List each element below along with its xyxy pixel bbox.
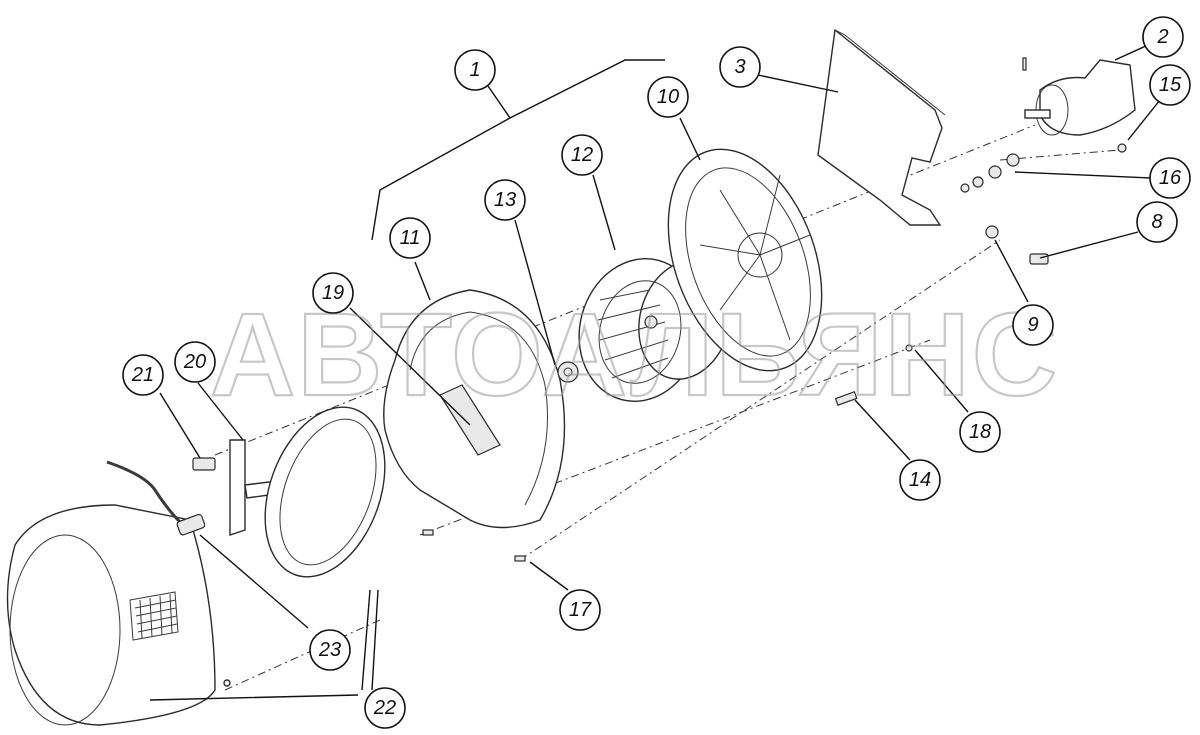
- callout-9: 9: [1012, 304, 1054, 346]
- callout-11: 11: [389, 217, 431, 259]
- callout-21: 21: [122, 354, 164, 396]
- svg-text:8: 8: [1151, 211, 1162, 233]
- hub-13: [557, 361, 579, 383]
- callout-10: 10: [647, 76, 689, 118]
- plate-19: [439, 384, 501, 456]
- motor-2: [1022, 57, 1136, 153]
- screw-8: [1029, 253, 1049, 265]
- callout-8: 8: [1136, 201, 1178, 243]
- svg-text:22: 22: [373, 697, 396, 719]
- svg-text:15: 15: [1159, 74, 1182, 96]
- svg-text:11: 11: [400, 227, 421, 249]
- svg-text:21: 21: [131, 364, 154, 386]
- svg-text:17: 17: [569, 599, 592, 621]
- callout-13: 13: [484, 179, 526, 221]
- watermark: АВТОАЛЬЯНС: [210, 289, 1059, 421]
- callout-1: 1: [454, 49, 496, 91]
- callout-16: 16: [1149, 157, 1191, 199]
- screw-17: [514, 555, 526, 562]
- front-cover-cylinder: [6, 504, 231, 726]
- callout-17: 17: [559, 589, 601, 631]
- pin-18: [905, 344, 913, 352]
- mesh-grille: [129, 591, 179, 641]
- callout-19: 19: [312, 272, 354, 314]
- washers-16: [960, 153, 1020, 239]
- svg-text:3: 3: [734, 56, 745, 78]
- svg-text:10: 10: [657, 86, 679, 108]
- callout-12: 12: [561, 134, 603, 176]
- mounting-plate-3: [817, 28, 946, 226]
- svg-text:20: 20: [183, 351, 206, 373]
- impeller-12: [578, 258, 732, 402]
- callout-18: 18: [959, 411, 1001, 453]
- svg-text:2: 2: [1156, 26, 1168, 48]
- small-parts: [422, 344, 913, 562]
- housing-11: [383, 289, 566, 529]
- callout-2: 2: [1142, 16, 1184, 58]
- svg-text:1: 1: [469, 59, 480, 81]
- callout-23: 23: [309, 629, 351, 671]
- callout-22: 22: [364, 687, 406, 729]
- svg-text:19: 19: [322, 282, 344, 304]
- callout-15: 15: [1149, 64, 1191, 106]
- svg-text:9: 9: [1027, 314, 1038, 336]
- bolt-21: [192, 457, 216, 471]
- svg-text:14: 14: [909, 469, 931, 491]
- svg-text:13: 13: [494, 189, 516, 211]
- ring-flange: [264, 406, 386, 578]
- callout-14: 14: [899, 459, 941, 501]
- wheel-10: [667, 148, 823, 372]
- svg-text:12: 12: [571, 144, 593, 166]
- callout-3: 3: [719, 46, 761, 88]
- sensor-cable: [106, 460, 206, 536]
- nut-15: [1117, 143, 1127, 153]
- leader-lines: [149, 44, 1161, 701]
- bracket-20: [229, 439, 291, 536]
- svg-text:18: 18: [969, 421, 991, 443]
- callout-20: 20: [174, 341, 216, 383]
- svg-text:16: 16: [1159, 167, 1182, 189]
- pin-14: [834, 390, 858, 406]
- svg-text:23: 23: [318, 639, 341, 661]
- nut-9: [985, 225, 999, 239]
